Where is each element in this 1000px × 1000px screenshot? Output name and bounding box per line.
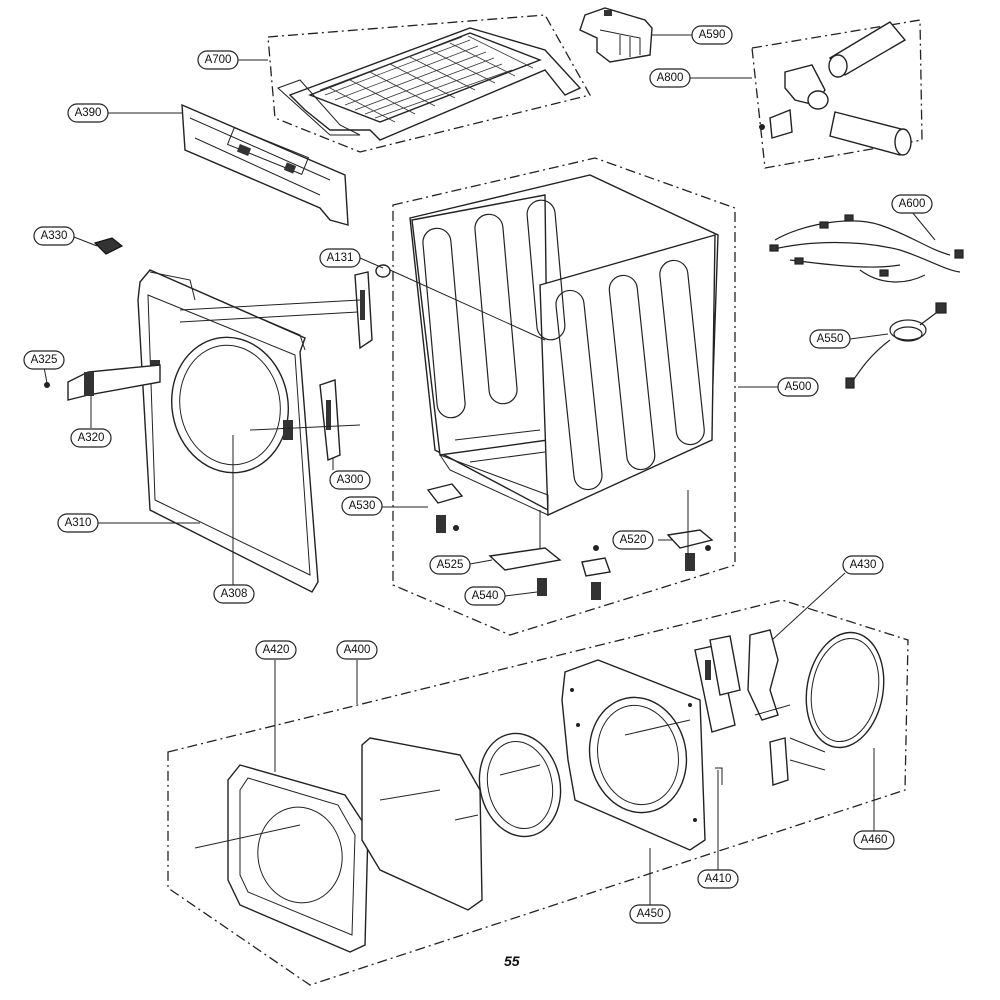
callout-A325[interactable]: A325 bbox=[23, 350, 65, 370]
callout-A525[interactable]: A525 bbox=[429, 555, 471, 575]
callout-A430[interactable]: A430 bbox=[842, 555, 884, 575]
svg-text:A520: A520 bbox=[620, 534, 647, 546]
door-seal-ring-part bbox=[805, 631, 885, 749]
callout-A800[interactable]: A800 bbox=[649, 68, 691, 88]
callout-A500[interactable]: A500 bbox=[777, 377, 819, 397]
group-boundary-door bbox=[167, 599, 909, 986]
svg-text:A450: A450 bbox=[637, 908, 664, 920]
leg-bracket-left-part bbox=[426, 483, 464, 533]
door-frame-part bbox=[227, 764, 369, 953]
exhaust-duct-part bbox=[759, 21, 912, 156]
callout-A540[interactable]: A540 bbox=[464, 586, 506, 606]
callout-A131[interactable]: A131 bbox=[319, 248, 361, 268]
power-cord-part bbox=[845, 302, 947, 389]
callout-A310[interactable]: A310 bbox=[57, 513, 99, 533]
leader-lines bbox=[43, 34, 936, 905]
callout-A400[interactable]: A400 bbox=[336, 640, 378, 660]
small-switch-part bbox=[93, 237, 124, 255]
leg-bracket-center-part bbox=[488, 545, 611, 577]
svg-text:A308: A308 bbox=[221, 588, 248, 600]
rail-part-upper bbox=[179, 299, 361, 431]
callout-A308[interactable]: A308 bbox=[213, 584, 255, 604]
hinge-bracket-part bbox=[319, 271, 373, 462]
door-handle-part bbox=[747, 629, 779, 721]
svg-text:A530: A530 bbox=[349, 500, 376, 512]
svg-text:A310: A310 bbox=[65, 517, 92, 529]
front-panel-part bbox=[137, 269, 319, 593]
bolt-part bbox=[375, 264, 546, 341]
svg-text:A300: A300 bbox=[337, 474, 364, 486]
callout-A450[interactable]: A450 bbox=[629, 904, 671, 924]
svg-text:A800: A800 bbox=[657, 72, 684, 84]
bracket-part bbox=[579, 7, 653, 63]
callout-A550[interactable]: A550 bbox=[809, 329, 851, 349]
callout-A530[interactable]: A530 bbox=[341, 496, 383, 516]
svg-text:A420: A420 bbox=[263, 644, 290, 656]
cabinet-part bbox=[409, 174, 719, 517]
svg-text:A410: A410 bbox=[705, 873, 732, 885]
svg-text:A460: A460 bbox=[861, 834, 888, 846]
rail-part bbox=[44, 364, 161, 401]
svg-text:A400: A400 bbox=[344, 644, 371, 656]
top-plate-part bbox=[277, 27, 582, 141]
svg-text:A330: A330 bbox=[41, 230, 68, 242]
door-gasket-ring-part bbox=[478, 732, 562, 838]
callout-A330[interactable]: A330 bbox=[33, 226, 75, 246]
door-hinge-part bbox=[694, 635, 741, 733]
svg-text:A390: A390 bbox=[75, 107, 102, 119]
callout-A420[interactable]: A420 bbox=[255, 640, 297, 660]
group-boundary-top-plate bbox=[267, 14, 591, 153]
svg-text:A500: A500 bbox=[785, 381, 812, 393]
door-latch-part bbox=[715, 737, 789, 786]
door-glass-panel-part bbox=[361, 737, 483, 911]
svg-text:A540: A540 bbox=[472, 590, 499, 602]
leg-bracket-right-part bbox=[666, 529, 714, 571]
control-panel-frame-part bbox=[181, 103, 349, 226]
svg-text:A320: A320 bbox=[78, 432, 105, 444]
svg-text:A550: A550 bbox=[817, 333, 844, 345]
callout-A320[interactable]: A320 bbox=[70, 428, 112, 448]
group-boundary-cabinet bbox=[392, 157, 736, 636]
svg-text:A525: A525 bbox=[437, 559, 464, 571]
page-number: 55 bbox=[504, 953, 520, 969]
wire-harness-part bbox=[769, 214, 964, 283]
svg-text:A325: A325 bbox=[31, 354, 58, 366]
callout-A520[interactable]: A520 bbox=[612, 530, 654, 550]
door-inner-frame-part bbox=[561, 659, 706, 851]
callout-A390[interactable]: A390 bbox=[67, 103, 109, 123]
svg-text:A700: A700 bbox=[205, 54, 232, 66]
svg-text:A131: A131 bbox=[327, 252, 354, 264]
callout-A590[interactable]: A590 bbox=[691, 25, 733, 45]
door-axis-lines bbox=[194, 704, 826, 849]
leveling-feet-part bbox=[537, 578, 601, 600]
callout-A460[interactable]: A460 bbox=[853, 830, 895, 850]
svg-text:A430: A430 bbox=[850, 559, 877, 571]
callout-A700[interactable]: A700 bbox=[197, 50, 239, 70]
svg-text:A600: A600 bbox=[899, 198, 926, 210]
svg-text:A590: A590 bbox=[699, 29, 726, 41]
callout-A600[interactable]: A600 bbox=[891, 194, 933, 214]
callout-A300[interactable]: A300 bbox=[329, 470, 371, 490]
callout-A410[interactable]: A410 bbox=[697, 869, 739, 889]
